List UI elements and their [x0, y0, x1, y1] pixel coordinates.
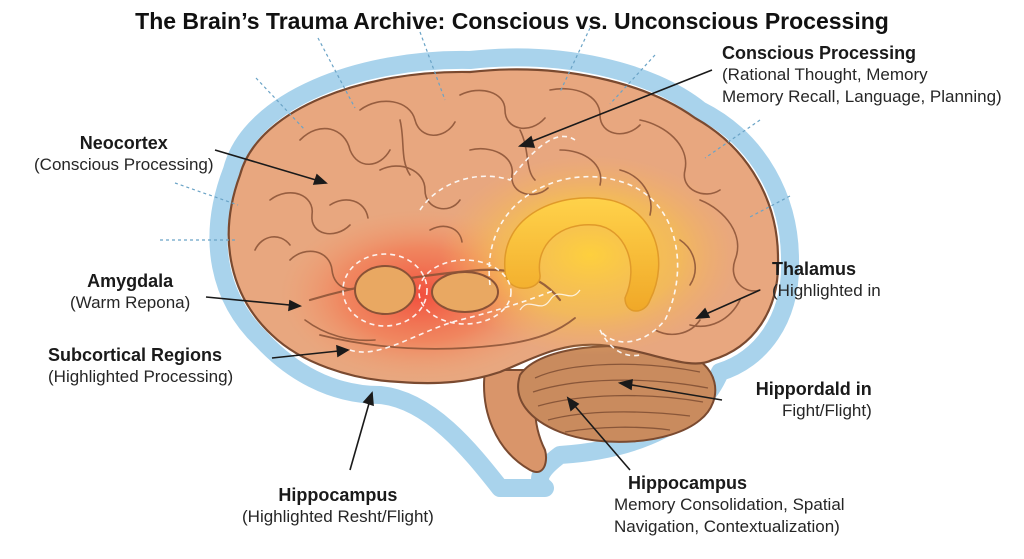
diagram-title: The Brain’s Trauma Archive: Conscious vs… [135, 8, 889, 34]
label-hippocampus-left: Hippocampus (Highlighted Resht/Flight) [242, 484, 434, 528]
label-hippocampus-right: Hippocampus Memory Consolidation, Spatia… [614, 472, 845, 538]
leader-lines [205, 69, 761, 471]
amygdala-title: Amygdala [87, 271, 174, 291]
conscious-processing-line1: (Rational Thought, Memory [722, 65, 928, 84]
thalamus-title: Thalamus [772, 259, 857, 279]
label-subcortical-regions: Subcortical Regions (Highlighted Process… [48, 344, 233, 388]
hippocampus-right-line1: Memory Consolidation, Spatial [614, 495, 845, 514]
hippordald-title: Hippordald in [755, 379, 872, 399]
label-amygdala: Amygdala (Warm Repona) [70, 270, 190, 314]
hippocampus-left-title: Hippocampus [278, 485, 398, 505]
label-thalamus: Thalamus (Highlighted in [772, 258, 881, 302]
fold-squiggle [519, 289, 581, 311]
hippocampus-right-line2: Navigation, Contextualization) [614, 517, 840, 536]
conscious-processing-title: Conscious Processing [722, 43, 917, 63]
amygdala-oval-left [354, 265, 416, 315]
label-conscious-processing: Conscious Processing (Rational Thought, … [722, 42, 1002, 108]
conscious-processing-line2: Memory Recall, Language, Planning) [722, 87, 1002, 106]
dashed-outlines [342, 135, 679, 357]
dotted-rays [160, 27, 791, 241]
neocortex-title: Neocortex [79, 133, 168, 153]
label-neocortex: Neocortex (Conscious Processing) [34, 132, 214, 176]
neocortex-sub: (Conscious Processing) [34, 155, 214, 174]
hippordald-sub: Fight/Flight) [782, 401, 872, 420]
amygdala-sub: (Warm Repona) [70, 293, 191, 312]
thalamus-sub: (Highlighted in [772, 281, 881, 300]
brain-halo [209, 48, 800, 497]
label-hippordald: Hippordald in Fight/Flight) [730, 378, 872, 422]
thalamus-arch [504, 197, 660, 312]
hippocampus-right-title: Hippocampus [628, 473, 748, 493]
subcortical-sub: (Highlighted Processing) [48, 367, 234, 386]
cerebellum-folds [532, 363, 709, 433]
hippocampus-left-sub: (Highlighted Resht/Flight) [242, 507, 434, 526]
amygdala-oval-right [431, 271, 499, 313]
subcortical-title: Subcortical Regions [48, 345, 223, 365]
